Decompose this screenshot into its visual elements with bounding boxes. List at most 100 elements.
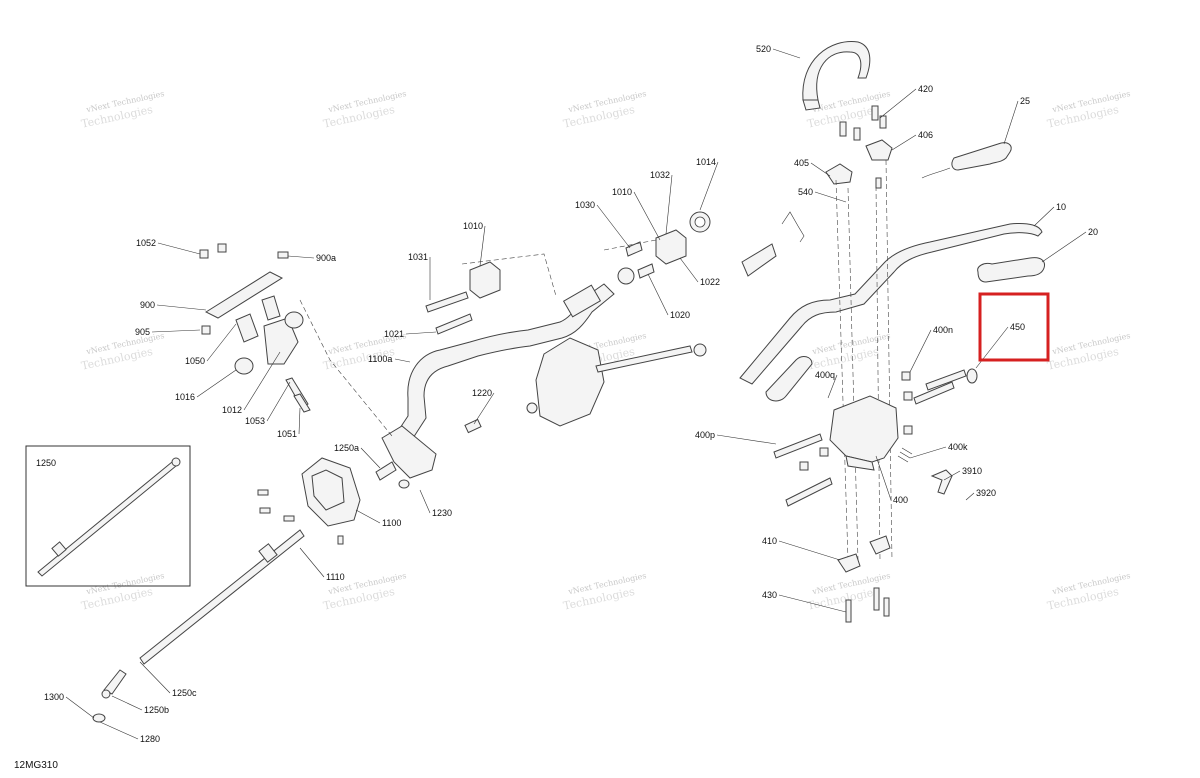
leader-1022 [679,257,699,283]
handlebar-assembly [739,41,1045,623]
callout-1030: 1030 [575,200,595,210]
leader-400k [909,446,947,459]
leader-1250a [360,447,381,469]
callout-450: 450 [1010,322,1025,332]
leader-10 [1033,206,1055,227]
callout-10: 10 [1056,202,1066,212]
leader-25 [1003,100,1019,145]
callout-1016: 1016 [175,392,195,402]
leader-1100 [355,509,381,524]
bolt-set-400 [773,369,967,507]
leader-1052 [157,242,201,255]
callout-3910: 3910 [962,466,982,476]
callout-1021: 1021 [384,329,404,339]
leader-1250c [139,661,171,694]
callout-1032: 1032 [650,170,670,180]
leader-1012 [243,351,281,411]
leader-1300 [65,696,95,719]
leader-430 [778,594,847,613]
callout-1010: 1010 [612,187,632,197]
callout-1250b: 1250b [144,705,169,715]
diagram-code: 12MG310 [14,760,58,771]
callout-905: 905 [135,327,150,337]
leader-1020 [647,273,669,316]
leader-1220 [473,392,495,425]
leader-20 [1041,231,1087,263]
leader-900 [156,304,207,311]
callout-1031: 1031 [408,252,428,262]
callout-1250: 1250 [36,458,56,468]
callout-406: 406 [918,130,933,140]
leader-1053 [266,381,291,422]
leader-905 [151,329,201,333]
callout-1300: 1300 [44,692,64,702]
leader-1030 [596,204,631,249]
callout-430: 430 [762,590,777,600]
leader-540 [814,191,847,203]
callout-1100a: 1100a [368,354,392,364]
leader-1010 [633,191,661,241]
callout-1100: 1100 [382,518,401,528]
callout-900: 900 [140,300,155,310]
leader-400p [716,434,777,445]
callout-1014: 1014 [696,157,716,167]
leader-405 [810,162,831,177]
callout-1020: 1020 [670,310,690,320]
callout-1250a: 1250a [334,443,359,453]
callout-3920: 3920 [976,488,996,498]
callout-1053: 1053 [245,416,265,426]
callout-20: 20 [1088,227,1098,237]
leader-1250b [111,695,143,711]
leader-1100a [394,358,411,363]
callout-410: 410 [762,536,777,546]
leader-1051 [298,407,301,435]
callout-900a: 900a [316,253,336,263]
callout-400n: 400n [933,325,953,335]
callout-400k: 400k [948,442,968,452]
leader-400n [909,329,932,373]
leader-3920 [965,492,975,501]
steering-column [375,211,711,489]
callout-1010: 1010 [463,221,483,231]
leader-3910 [943,470,961,481]
leader-1010 [479,225,486,267]
leader-1050 [206,323,237,362]
leader-900a [287,255,315,259]
leader-520 [772,48,801,59]
callout-1012: 1012 [222,405,242,415]
callout-1250c: 1250c [172,688,197,698]
callout-labels: 520420254064055401020450400n400q400p400k… [36,44,1098,744]
callout-420: 420 [918,84,933,94]
leader-1016 [196,369,237,398]
callout-1280: 1280 [140,734,160,744]
callout-540: 540 [798,187,813,197]
inset-1250 [25,445,191,587]
callout-405: 405 [794,158,809,168]
bracket-group-900 [199,243,393,437]
leader-400q [827,374,838,399]
highlight-box-450 [978,292,1050,362]
leader-1021 [405,331,437,335]
callout-1051: 1051 [277,429,297,439]
steering-bracket-1100 [92,457,361,723]
bolt-set-420 [839,105,887,189]
callout-400: 400 [893,495,908,505]
leader-1280 [99,721,139,740]
callout-1220: 1220 [472,388,492,398]
leader-400 [875,455,892,501]
leader-1014 [699,161,719,211]
leader-420 [879,88,917,119]
callout-25: 25 [1020,96,1030,106]
callout-1052: 1052 [136,238,156,248]
callout-400q: 400q [815,370,835,380]
